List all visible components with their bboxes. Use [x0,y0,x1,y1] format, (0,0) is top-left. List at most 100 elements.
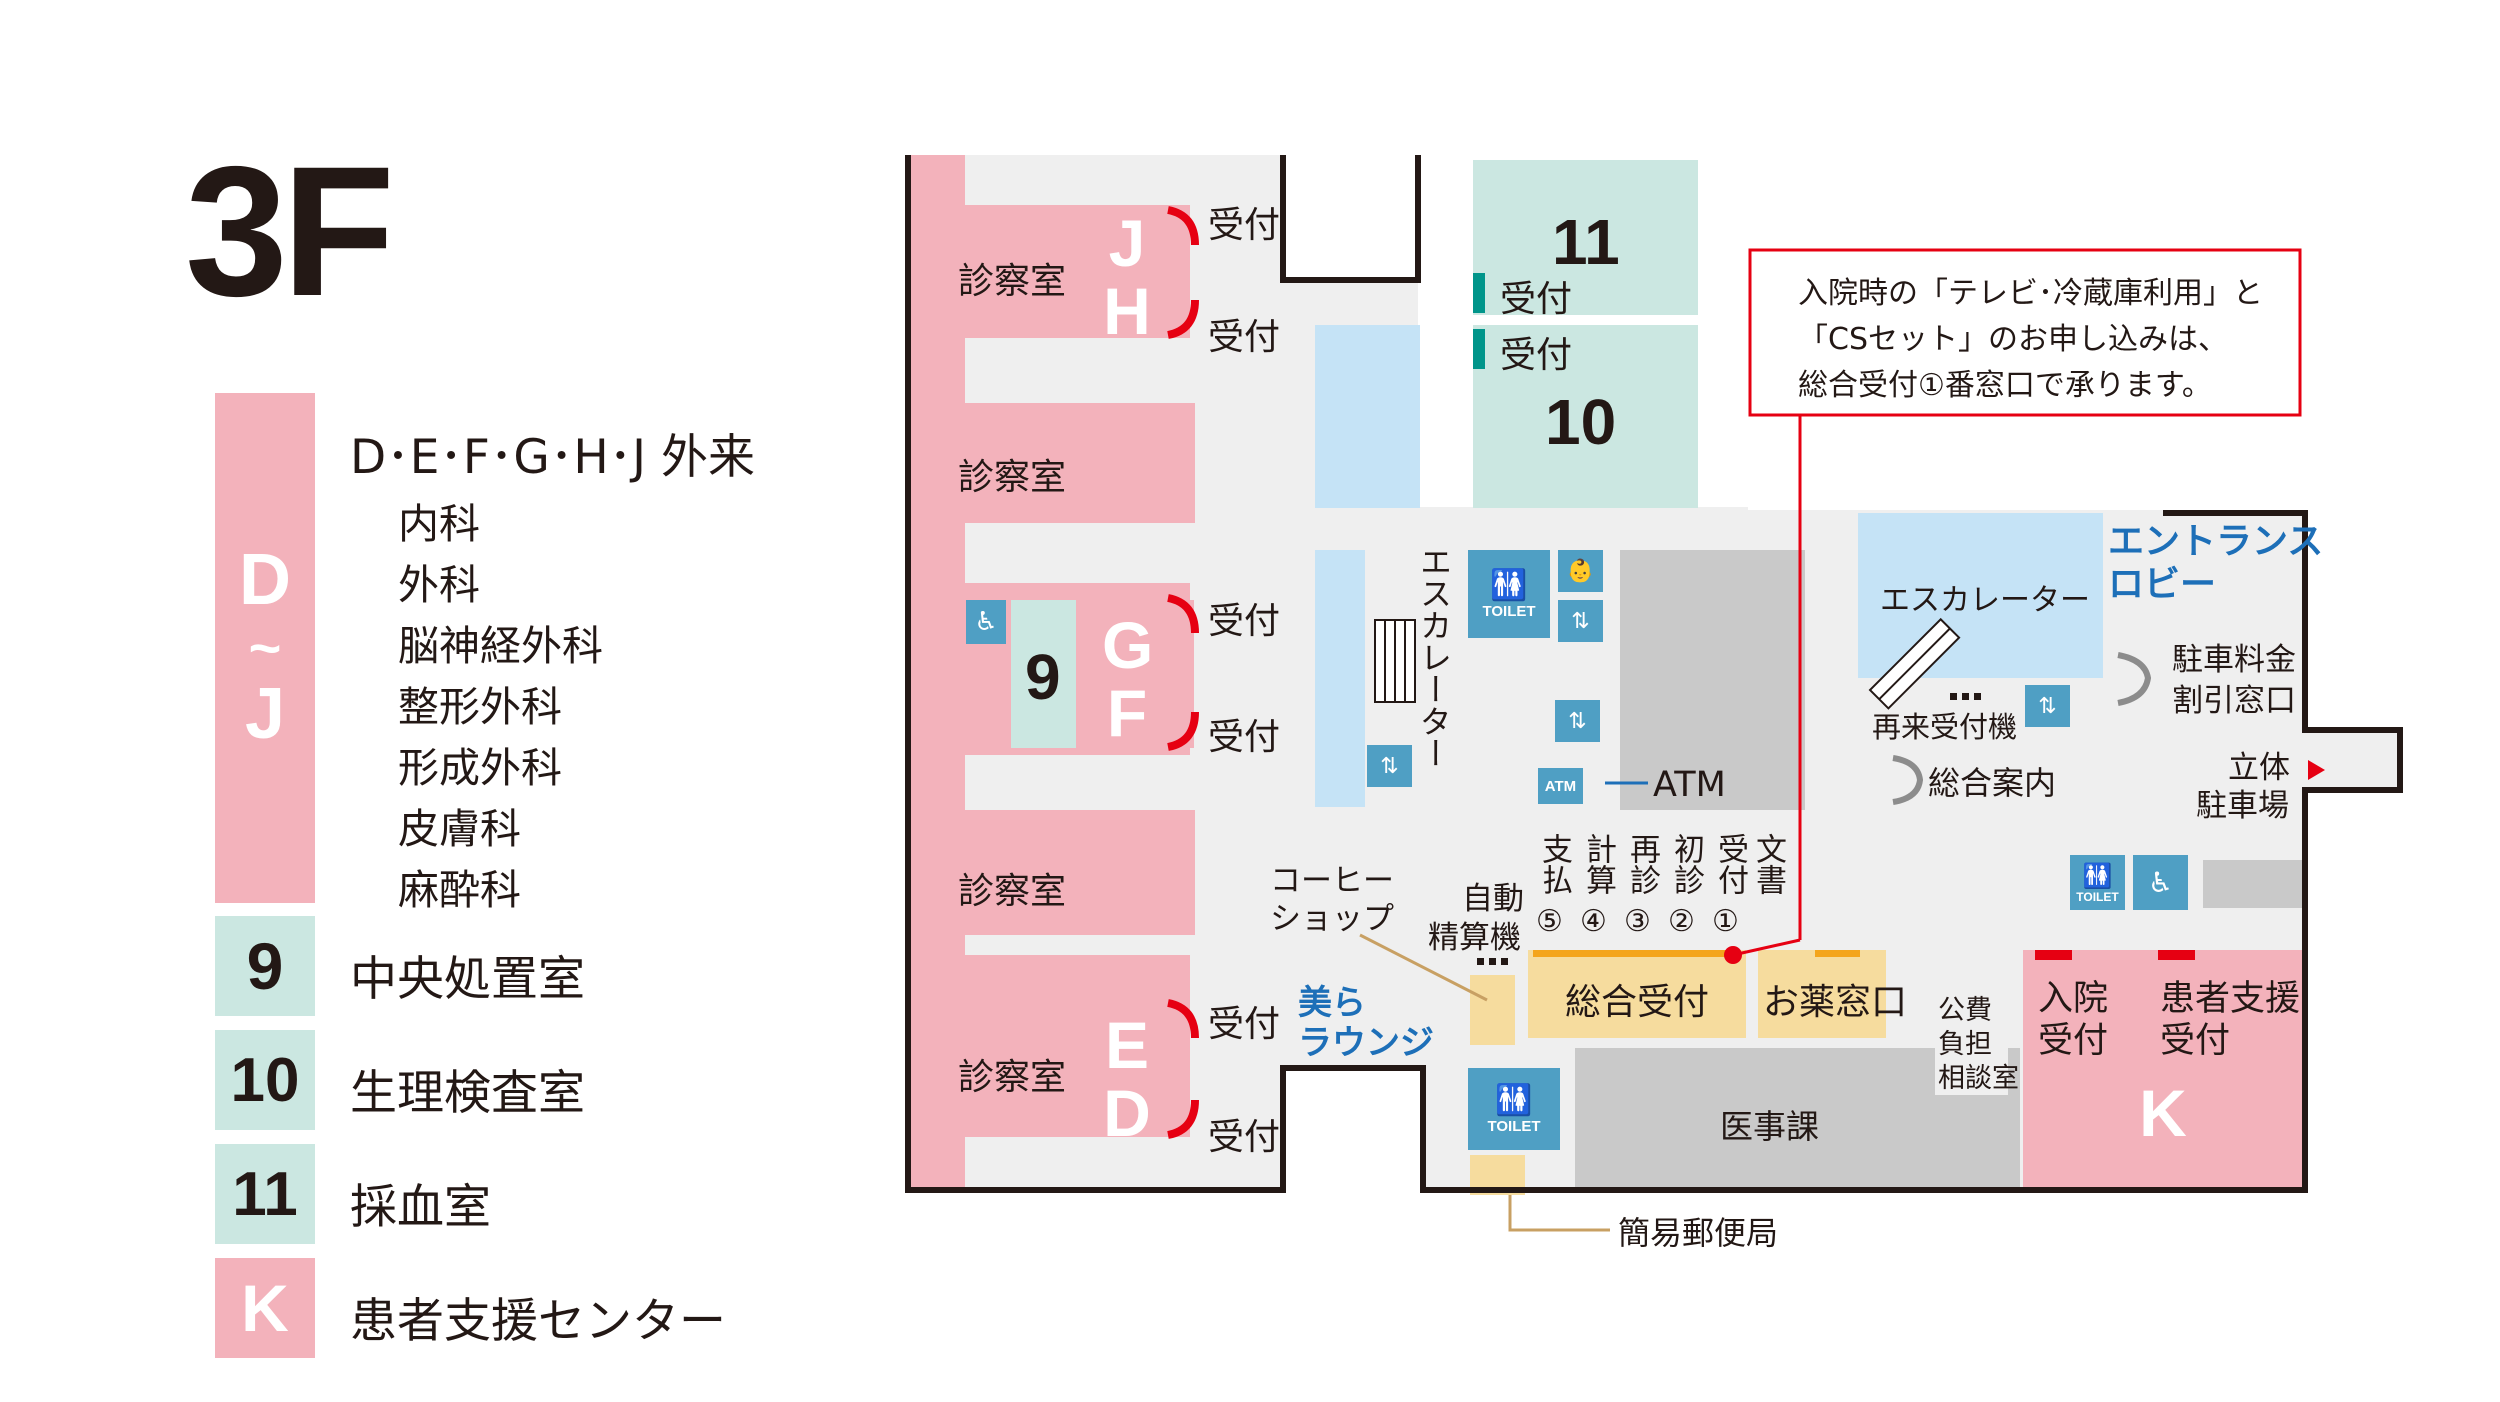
exam-room-label: 診察室 [958,871,1067,912]
parking-corridor [2306,730,2402,788]
patient-support-label: 受付 [2160,1021,2231,1061]
atm-label: ATM [1653,765,1726,805]
legend-dept: 皮膚科 [398,805,521,853]
legend-dept: 整形外科 [398,683,562,731]
legend-dept: 外科 [398,561,480,609]
room-11-number: 11 [1552,206,1620,278]
atm-icon: ATM [1538,768,1583,804]
legend-dj-title: D･E･F･G･H･J 外来 [350,430,755,485]
void-bottom [1283,1068,1423,1193]
entrance-lobby-label: ロビー [2108,564,2217,605]
elevator-icon: ⇅ [2025,685,2070,727]
reception-label-10: 受付 [1500,335,1573,376]
clinic-gf-block [1084,600,1194,748]
legend-dj-box: D ~ J [215,393,315,903]
parking-label: 駐車場 [2196,788,2289,824]
auto-payment-label: 精算機 [1428,920,1521,956]
window-number: ③ [1624,904,1651,939]
patient-support-label: 患者支援 [2160,979,2301,1019]
room-9-number: 9 [1025,641,1061,713]
legend-dept: 形成外科 [398,744,562,792]
window-label: 支払 [1536,833,1572,895]
room-10-block [1473,325,1698,508]
legend-dept: 内科 [398,500,480,548]
baby-care-icon: 👶 [1558,550,1603,592]
toilet-icon: 🚻TOILET [2070,855,2125,910]
coffee-shop-label: コーヒー [1270,863,1394,899]
entrance-lobby-label: エントランス [2108,521,2324,562]
general-info-label: 総合案内 [1928,764,2057,802]
gray-block-center [1620,550,1805,810]
window-label: 再診 [1624,833,1660,895]
lobby-escalator-label: エスカレーター [1880,583,2090,618]
clinic-letter-d: D [1103,1076,1151,1150]
auto-payment-label: 自動 [1462,881,1524,917]
callout-line: 入院時の「テレビ･冷蔵庫利用」と [1798,276,2263,311]
legend-dept: 麻酔科 [398,866,521,914]
toilet-icon: 🚻TOILET [1468,550,1550,638]
medical-affairs-label: 医事課 [1720,1107,1819,1146]
legend-dept: 脳神経外科 [398,622,603,670]
public-expense-label: 負担 [1938,1029,1992,1060]
clinic-letter-g: G [1102,608,1154,682]
pharmacy-window-block [1758,950,1886,1038]
legend-label-k: 患者支援センター [350,1294,726,1349]
public-expense-label: 公費 [1938,995,1992,1026]
legend-code-10: 10 [215,1030,315,1130]
window-number: ① [1712,904,1739,939]
clinic-letter-f: F [1106,676,1148,750]
legend-code-k: K [215,1258,315,1358]
legend-dj-box-top: D [239,540,291,620]
clinic-letter-k: K [2139,1076,2187,1150]
lobby-escalator-block [1858,513,2103,678]
callout-box [1748,248,2302,417]
escalator-label: エスカレーター [1415,545,1453,769]
window-number: ② [1668,904,1695,939]
window-label: 初診 [1668,833,1704,895]
elevator-icon: ⇅ [1558,600,1603,642]
admission-label: 入院 [2038,979,2109,1019]
public-expense-label: 相談室 [1938,1063,2019,1094]
lounge-label: 美ら [1298,983,1366,1023]
exam-room-label: 診察室 [958,1057,1067,1098]
clinic-letter-e: E [1104,1008,1150,1082]
window-number: ④ [1580,904,1607,939]
elevator-icon: ⇅ [1367,745,1412,787]
walls [905,155,2403,1193]
reception-label-11: 受付 [1500,279,1573,320]
parking-discount-label: 割引窓口 [2172,683,2296,719]
legend-dj-box-bottom: J [244,674,286,755]
exam-room-label: 診察室 [958,261,1067,302]
pharmacy-window-label: お薬窓口 [1763,982,1908,1023]
legend-code-11: 11 [215,1144,315,1244]
callout-line: 「CSセット」のお申し込みは、 [1798,322,2228,357]
reception-label-j: 受付 [1208,205,1281,246]
reception-label-d: 受付 [1208,1117,1281,1158]
floor-title: 3F [185,129,395,335]
reception-label-h: 受付 [1208,317,1281,358]
post-office-label: 簡易郵便局 [1618,1214,1779,1252]
legend-label-10: 生理検査室 [350,1066,585,1121]
wheelchair-icon: ♿ [2133,855,2188,910]
general-reception-block [1528,950,1746,1038]
window-label: 計算 [1580,833,1616,895]
wheelchair-icon: ♿ [966,600,1006,644]
legend-code-9: 9 [215,916,315,1016]
parking-discount-label: 駐車料金 [2172,642,2296,678]
callout-line: 総合受付①番窓口で承ります。 [1798,368,2212,403]
window-label: 文書 [1750,833,1786,895]
reception-label-f: 受付 [1208,717,1281,758]
exam-room-label: 診察室 [958,457,1067,498]
clinic-k-block [2023,950,2305,1190]
lightblue-block-1 [1315,325,1420,508]
room-9-block [1011,600,1076,748]
reception-label-g: 受付 [1208,601,1281,642]
legend-label-11: 採血室 [350,1180,491,1235]
clinic-letter-h: H [1103,274,1151,348]
void-top [1283,155,1418,282]
window-number: ⑤ [1536,904,1563,939]
general-reception-label: 総合受付 [1565,982,1710,1023]
parking-label: 立体 [2228,750,2290,786]
legend-label-9: 中央処置室 [350,952,585,1007]
